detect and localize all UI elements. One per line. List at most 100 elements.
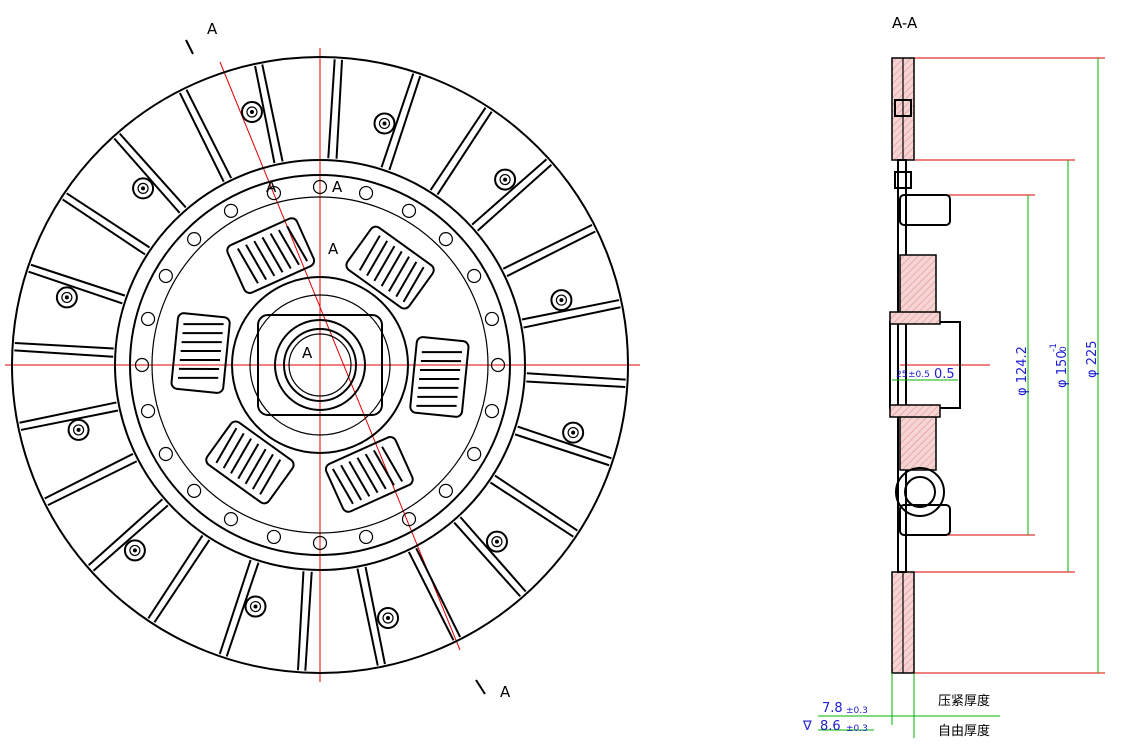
spring-coil — [356, 457, 379, 494]
spring-coil — [381, 446, 404, 483]
facing-rivet-outer — [55, 286, 78, 309]
damper-springs — [170, 217, 470, 513]
spring-coil — [373, 449, 395, 486]
retainer-plate-ring — [151, 196, 489, 534]
retainer-hole — [312, 179, 328, 195]
section-view-title: A-A — [892, 14, 918, 32]
hub-flange-inner — [249, 294, 391, 436]
facing-grooves — [14, 59, 626, 671]
hub-flange-outline — [231, 276, 409, 454]
spring-coil — [269, 233, 292, 269]
dim-outer-diameter: φ 225 — [1085, 340, 1100, 378]
dim-inner-diameter-tol-upper: -1 — [1049, 343, 1059, 352]
groove-edge — [14, 341, 114, 350]
spring-window — [170, 312, 231, 394]
retainer-upper — [899, 194, 951, 226]
spring-coil — [181, 341, 222, 344]
spring-coil — [395, 261, 418, 298]
rivet-label-a1: A — [266, 178, 277, 196]
retainer-plate-holes — [134, 179, 506, 551]
facing-rivet-outer — [494, 168, 517, 191]
stop-pin-lower — [894, 171, 912, 189]
free-thickness-label: 自由厚度 — [938, 723, 990, 739]
groove-edge — [47, 460, 138, 507]
groove-edge — [62, 198, 146, 256]
groove-edge — [526, 380, 626, 389]
groove-edge — [225, 562, 260, 657]
groove-edge — [523, 306, 621, 329]
groove-edge — [119, 132, 187, 209]
facing-rivet-center — [382, 121, 387, 126]
spring-coil — [420, 360, 462, 363]
spring-coil — [286, 225, 309, 262]
groove-edge — [218, 559, 252, 655]
spring-coil — [366, 240, 389, 277]
hub-bore-outer — [274, 319, 366, 411]
damper-spring — [205, 420, 295, 505]
spring-coil — [340, 464, 363, 501]
spring-coil — [388, 256, 410, 292]
spring-coil — [380, 250, 403, 287]
groove-edge — [453, 521, 521, 598]
facing-rivet-inner — [555, 294, 568, 306]
dim-inner-diameter: φ 150 — [1055, 350, 1070, 388]
spring-coil — [180, 350, 221, 353]
free-thickness-value: 8.6 — [820, 719, 841, 734]
hub-flange-lower — [889, 404, 941, 418]
spring-coil — [179, 358, 221, 361]
groove-edge — [28, 270, 123, 305]
facing-rivet-inner — [129, 544, 141, 557]
facing-rivet-outer — [244, 595, 267, 618]
groove-edge — [356, 568, 379, 666]
retainer-hole — [140, 403, 156, 419]
groove-edge — [66, 192, 151, 249]
spring-coil — [419, 369, 461, 372]
facing-rivet-center — [76, 427, 81, 432]
facing-rivet-outer — [240, 100, 263, 123]
facing-rivets — [55, 100, 585, 630]
spring-coil — [416, 404, 457, 407]
facing-rivet-outer — [132, 177, 155, 200]
facing-rivet-center — [249, 109, 254, 114]
groove-edge — [19, 401, 117, 424]
groove-edge — [147, 534, 204, 619]
spring-window — [226, 217, 316, 294]
facing-rivet-inner — [72, 424, 85, 436]
spring-window — [409, 336, 470, 418]
facing-rivet-inner — [567, 426, 579, 439]
groove-edge — [30, 263, 126, 297]
section-cut-line — [219, 61, 461, 651]
front-view: A A A A A A — [5, 20, 640, 701]
dim-hub-offset: 0.5 — [934, 367, 955, 382]
facing-rivet-center — [571, 430, 576, 435]
friction-disc-outer-edge — [11, 56, 629, 674]
facing-rivet-outer — [377, 607, 400, 630]
retainer-hole — [158, 446, 173, 462]
groove-edge — [521, 299, 620, 321]
groove-edge — [20, 409, 119, 431]
spring-coil — [182, 332, 223, 335]
groove-edge — [364, 566, 386, 665]
retainer-hole — [223, 203, 239, 218]
spring-coil — [230, 438, 252, 474]
rivet-label-a3: A — [328, 240, 339, 258]
groove-edge — [388, 75, 422, 171]
facing-rivet-center — [64, 295, 69, 300]
groove-edge — [471, 158, 548, 226]
retainer-hole — [438, 232, 453, 247]
spring-coil — [277, 229, 300, 266]
groove-edge — [335, 59, 344, 159]
retainer-hole — [187, 483, 202, 498]
dim-spring-diameter: φ 124.2 — [1015, 346, 1030, 396]
damper-spring-inner — [904, 476, 936, 508]
groove-edge — [380, 73, 415, 168]
retainer-hole — [401, 512, 417, 527]
spring-coil — [236, 247, 259, 284]
spring-coil — [331, 468, 354, 505]
clamped-thickness-label: 压紧厚度 — [938, 693, 990, 709]
retainer-hole — [134, 357, 150, 373]
dim-hub-length-tol: ±0.5 — [908, 370, 930, 380]
groove-edge — [92, 504, 169, 572]
facing-rivet-center — [253, 604, 258, 609]
